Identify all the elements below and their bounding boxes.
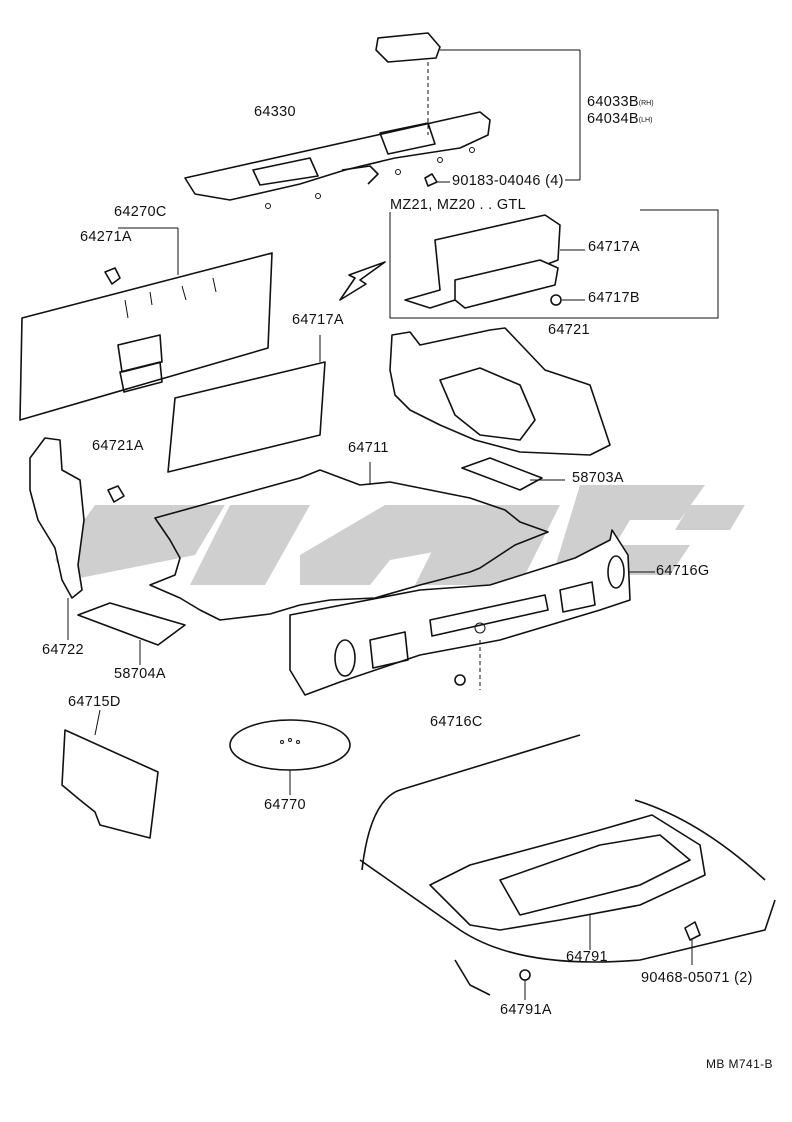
label-90183-04046: 90183-04046 (4) (452, 173, 564, 189)
assembly-arrow (339, 261, 386, 301)
side-trim-64722 (29, 437, 125, 640)
label-64034B: 64034B(LH) (587, 111, 652, 127)
label-64716G: 64716G (656, 563, 710, 579)
label-64770: 64770 (264, 797, 306, 813)
label-64033B: 64033B(RH) (587, 94, 654, 110)
label-90468-number: 90468-05071 (641, 970, 730, 986)
label-90468-05071: 90468-05071 (2) (641, 970, 753, 986)
label-64033B-number: 64033B (587, 94, 639, 110)
label-58703A: 58703A (572, 470, 624, 486)
trunk-board-64717A (167, 335, 326, 473)
label-64715D: 64715D (68, 694, 121, 710)
label-90468-qty: (2) (734, 970, 753, 986)
trunk-liner-64721 (389, 327, 611, 456)
reference-code: MB M741-B (706, 1057, 773, 1071)
label-64270C: 64270C (114, 204, 167, 220)
watermark-logo (55, 485, 745, 600)
rear-panel-trim-64716G (289, 529, 655, 696)
label-64721: 64721 (548, 322, 590, 338)
spare-cover-64770 (229, 719, 351, 795)
pad-58703A (461, 457, 543, 491)
pad-58704A (77, 602, 186, 646)
label-64791A: 64791A (500, 1002, 552, 1018)
label-58704A: 58704A (114, 666, 166, 682)
variant-note: MZ21, MZ20 . . GTL (390, 197, 526, 213)
label-64717B: 64717B (588, 290, 640, 306)
back-trim-64270C (19, 227, 273, 421)
variant-box (389, 209, 719, 319)
trunk-mat-64711 (149, 462, 549, 621)
label-64330: 64330 (254, 104, 296, 120)
package-tray-64330 (184, 111, 491, 209)
label-64033B-side: (RH) (638, 100, 654, 107)
label-64722: 64722 (42, 642, 84, 658)
trunk-lid-64791 (359, 734, 776, 1000)
label-64271A: 64271A (80, 229, 132, 245)
label-64717A-box: 64717A (588, 239, 640, 255)
label-64711: 64711 (348, 440, 389, 456)
label-90183-qty: (4) (545, 173, 564, 189)
speaker-cover-64033B (375, 32, 581, 187)
label-64791: 64791 (566, 949, 608, 965)
label-64034B-number: 64034B (587, 111, 639, 127)
label-64034B-side: (LH) (638, 117, 653, 124)
liner-64715D (61, 729, 159, 839)
label-64717A: 64717A (292, 312, 344, 328)
label-64721A: 64721A (92, 438, 144, 454)
label-64716C: 64716C (430, 714, 483, 730)
label-90183-number: 90183-04046 (452, 173, 541, 189)
